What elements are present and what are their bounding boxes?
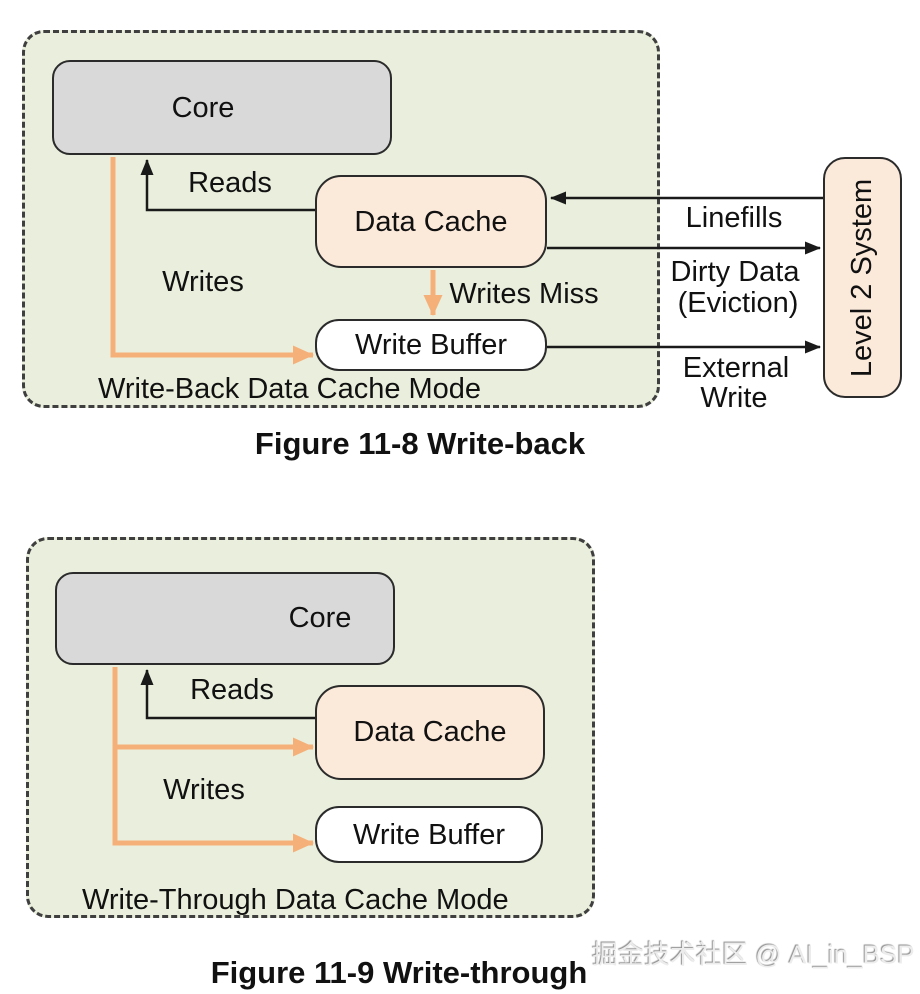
- writeback-reads-label: Reads: [188, 166, 272, 199]
- writethrough-write-buffer-box: [315, 806, 543, 863]
- level2-system-label: Level 2 System: [845, 178, 878, 378]
- dirty-data-label-line2: (Eviction): [677, 286, 799, 319]
- writeback-write-buffer-label: Write Buffer: [354, 328, 508, 361]
- writeback-core-box: [52, 60, 392, 155]
- writeback-write-buffer-box: [315, 319, 547, 371]
- writeback-data-cache-label: Data Cache: [354, 205, 508, 238]
- watermark-text: 掘金技术社区 @ AI_in_BSP: [592, 939, 915, 970]
- external-write-label-line2: Write: [700, 381, 768, 414]
- writethrough-core-box: [55, 572, 395, 665]
- writeback-core-label: Core: [171, 91, 235, 124]
- writethrough-reads-label: Reads: [190, 673, 274, 706]
- writethrough-core-label: Core: [288, 601, 352, 634]
- writethrough-write-buffer-label: Write Buffer: [352, 818, 506, 851]
- writethrough-caption: Figure 11-9 Write-through: [210, 955, 588, 990]
- writethrough-writes-label: Writes: [163, 773, 245, 806]
- writeback-writes-label: Writes: [162, 265, 244, 298]
- writeback-data-cache-box: [315, 175, 547, 268]
- writeback-mode-label: Write-Back Data Cache Mode: [98, 372, 482, 405]
- writeback-caption: Figure 11-8 Write-back: [254, 426, 586, 461]
- writeback-writes-miss-label: Writes Miss: [449, 277, 599, 310]
- external-write-label-line1: External: [682, 351, 790, 384]
- level2-system-box: [823, 157, 902, 398]
- dirty-data-label-line1: Dirty Data: [670, 255, 800, 288]
- writethrough-mode-label: Write-Through Data Cache Mode: [82, 883, 509, 916]
- writethrough-data-cache-label: Data Cache: [353, 715, 507, 748]
- writethrough-data-cache-box: [315, 685, 545, 780]
- linefills-label: Linefills: [685, 201, 783, 234]
